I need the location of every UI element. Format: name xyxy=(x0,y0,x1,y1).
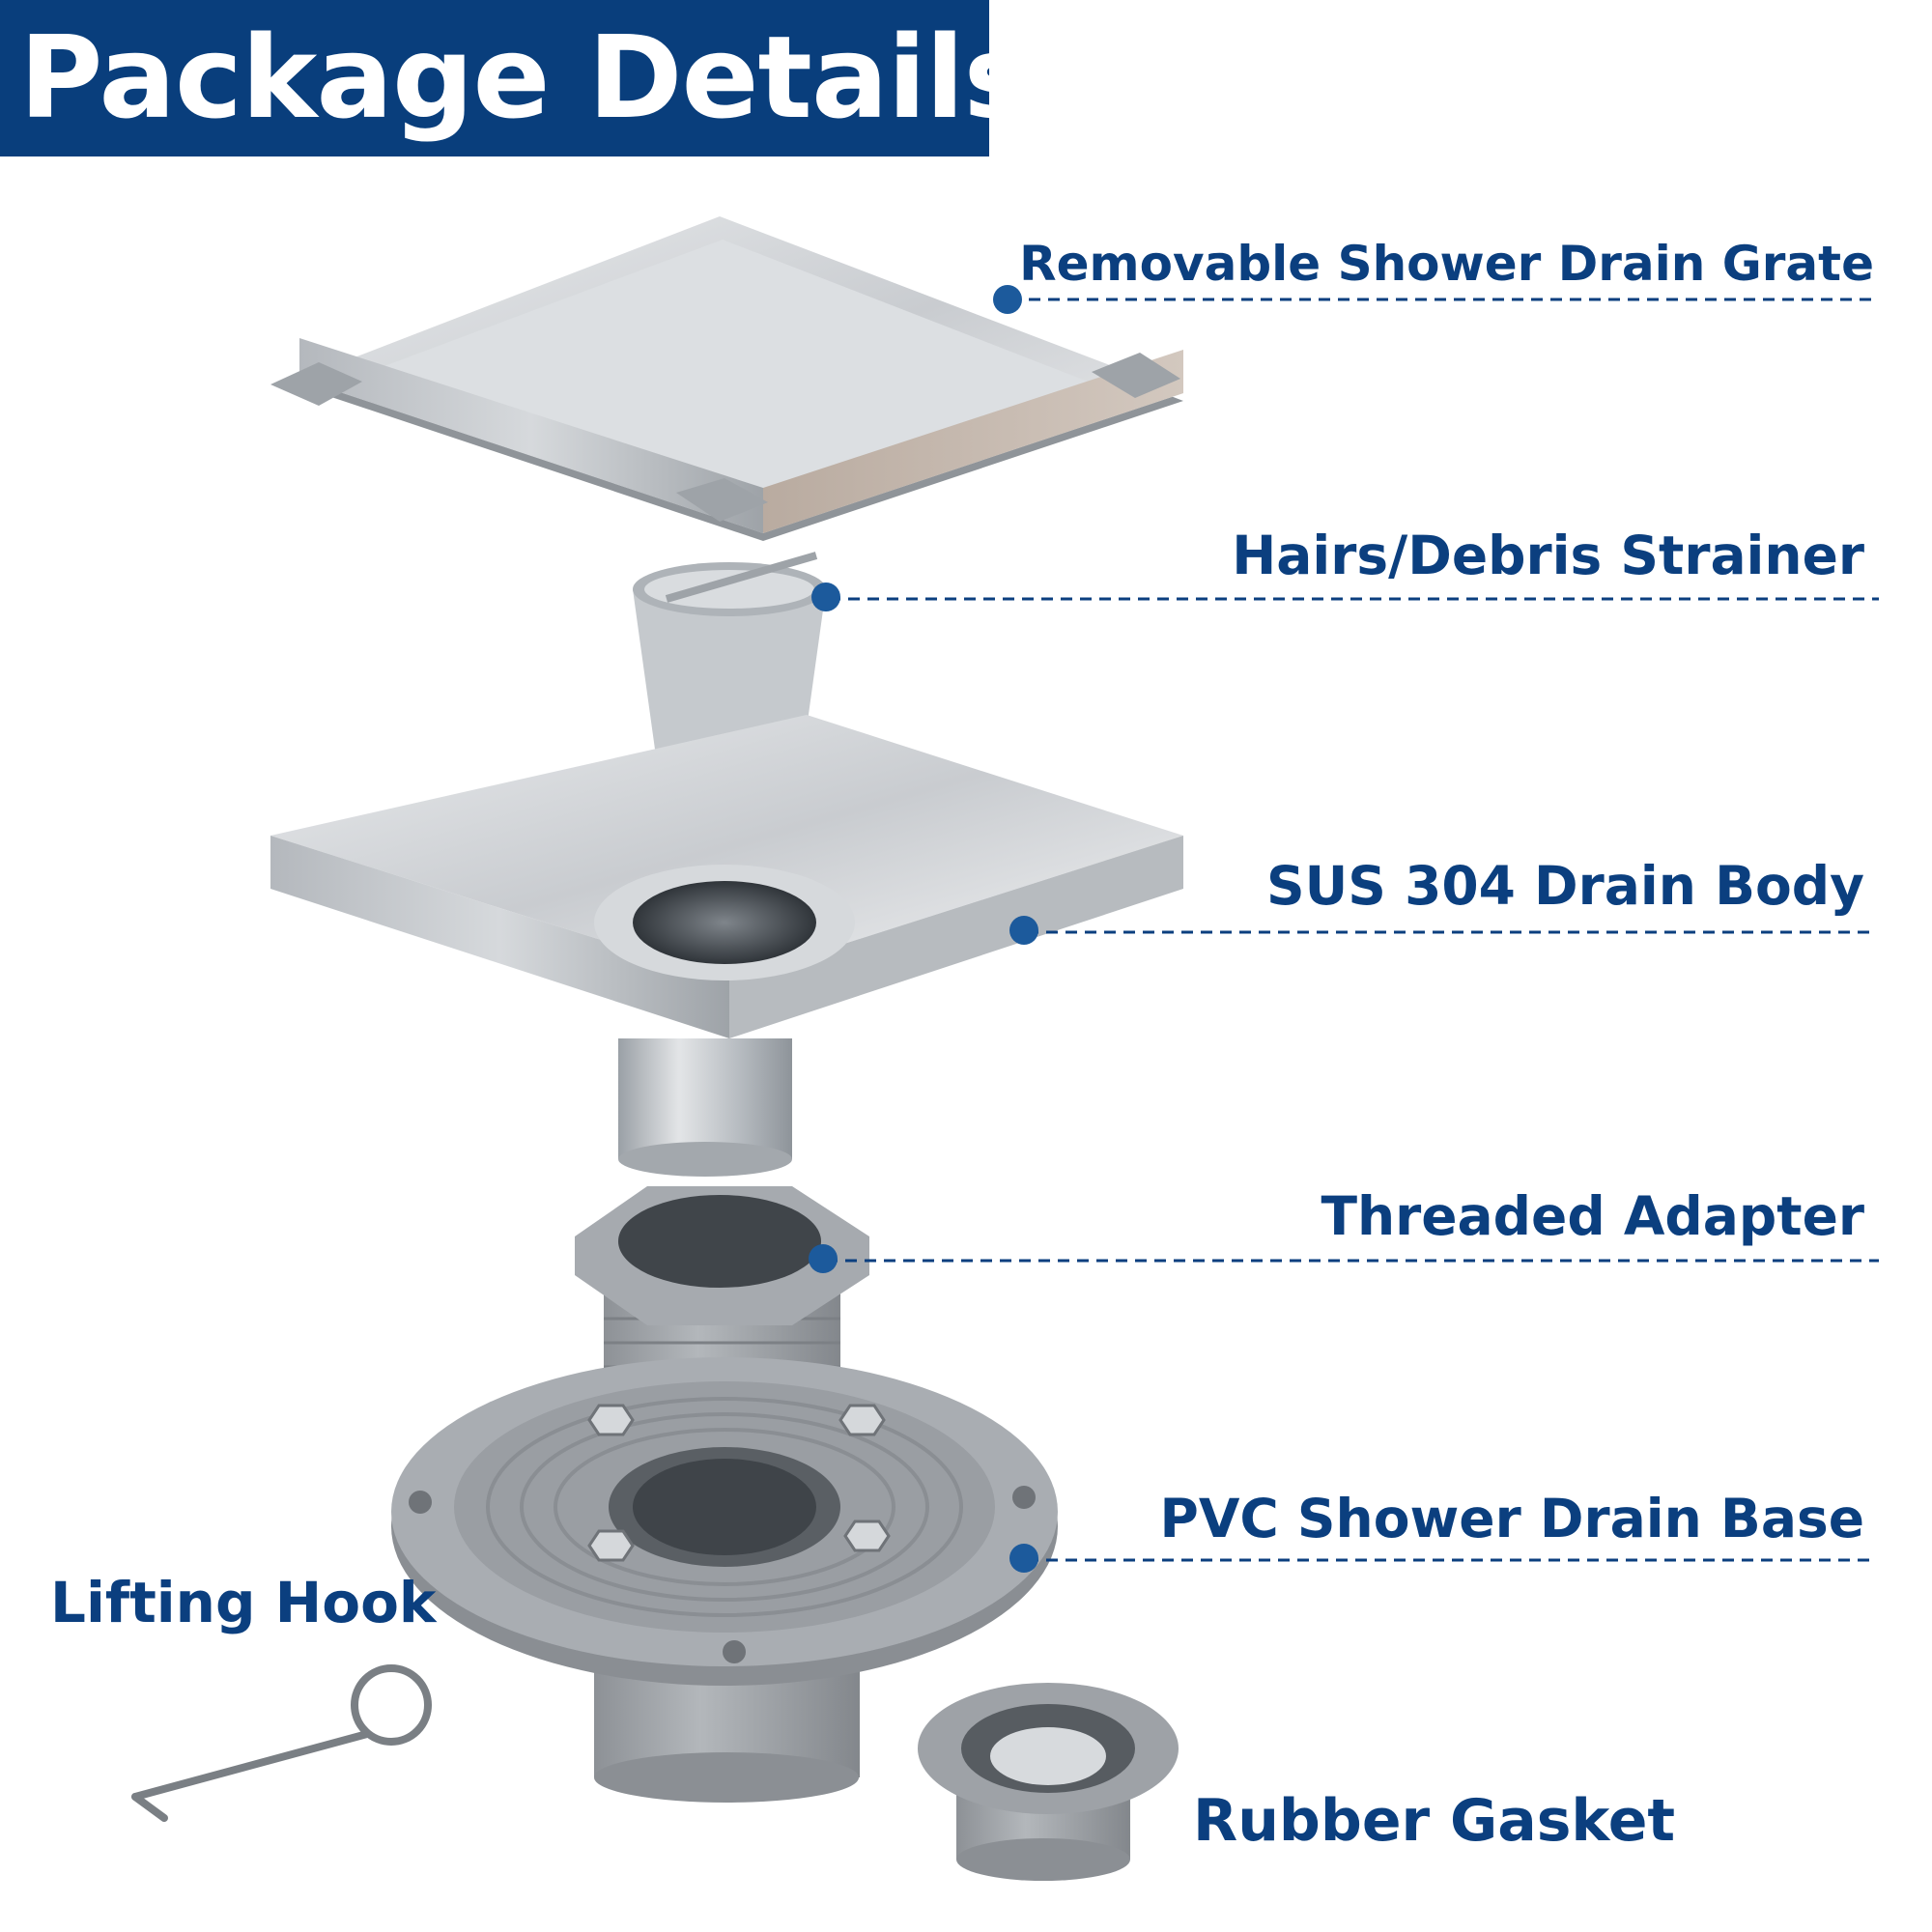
lifting-hook-icon xyxy=(131,1664,432,1822)
label-rubber-gasket: Rubber Gasket xyxy=(1193,1787,1676,1855)
label-threaded-adapter: Threaded Adapter xyxy=(1321,1185,1864,1247)
label-strainer: Hairs/Debris Strainer xyxy=(1232,525,1864,586)
leader-dots xyxy=(809,285,1038,1573)
label-drain-body: SUS 304 Drain Body xyxy=(1266,855,1864,917)
rubber-gasket-icon xyxy=(918,1683,1179,1881)
grate-icon xyxy=(270,216,1183,541)
drain-base-icon xyxy=(391,1357,1058,1803)
label-drain-base: PVC Shower Drain Base xyxy=(1159,1488,1864,1549)
leader-lines xyxy=(826,298,1879,1562)
page-title: Package Details xyxy=(19,11,1032,144)
label-lifting-hook: Lifting Hook xyxy=(50,1570,437,1635)
title-banner: Package Details xyxy=(0,0,1032,156)
drain-body-icon xyxy=(270,715,1183,1177)
label-grate: Removable Shower Drain Grate xyxy=(1019,236,1874,292)
